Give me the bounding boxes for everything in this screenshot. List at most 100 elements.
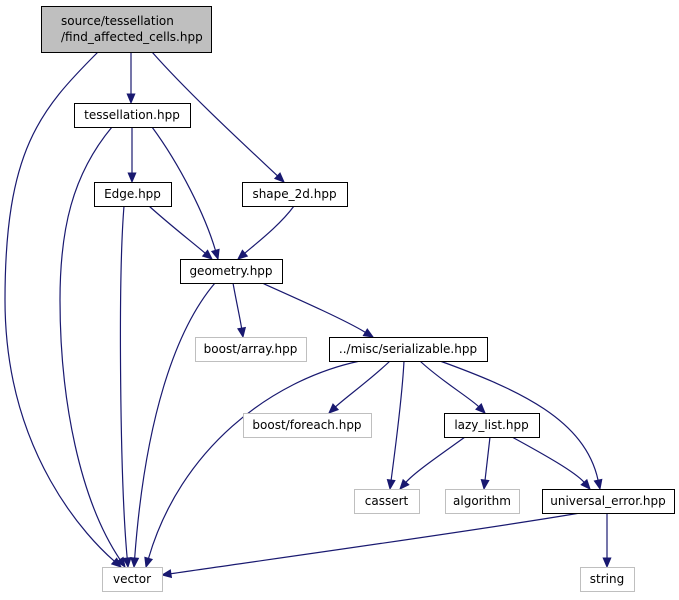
edge-line <box>390 360 405 481</box>
arrowhead-icon <box>480 479 490 491</box>
edge-line <box>119 205 128 559</box>
edge-line <box>147 360 361 559</box>
node-box <box>102 567 163 592</box>
node-lazy-list[interactable]: lazy_list.hpp <box>444 413 540 438</box>
edge-lazy_list-to-cassert <box>399 436 466 490</box>
edge-tessellation-to-vector <box>59 126 126 569</box>
edge-line <box>419 360 480 408</box>
edge-line <box>511 436 585 483</box>
edge-root-to-shape2d <box>151 51 285 183</box>
node-string: string <box>580 567 635 592</box>
edge-serializable-to-boost_foreach <box>328 360 391 414</box>
edges-layer <box>4 51 612 579</box>
node-shape2d[interactable]: shape_2d.hpp <box>242 182 348 207</box>
node-label: string <box>590 572 624 586</box>
node-box <box>94 182 172 207</box>
edge-root-to-tessellation <box>126 52 136 105</box>
edge-line <box>59 126 121 560</box>
arrowhead-icon <box>328 403 340 414</box>
edge-line <box>151 51 278 177</box>
arrowhead-icon <box>237 326 247 339</box>
node-label: boost/foreach.hpp <box>252 418 361 432</box>
node-box <box>354 489 420 514</box>
edge-edge-to-geometry <box>148 205 213 260</box>
edge-root-to-vector <box>4 51 122 568</box>
edge-line <box>134 282 216 559</box>
node-label: geometry.hpp <box>189 264 272 278</box>
edge-tessellation-to-edge <box>127 127 137 184</box>
node-label: tessellation.hpp <box>84 108 180 122</box>
edge-line <box>170 512 581 575</box>
arrowhead-icon <box>386 478 396 491</box>
edge-line <box>439 360 599 481</box>
node-label: cassert <box>365 494 409 508</box>
node-box <box>580 567 635 592</box>
edge-line <box>335 360 391 408</box>
edge-geometry-to-serializable <box>261 282 375 338</box>
arrowhead-icon <box>399 478 410 490</box>
arrowhead-icon <box>127 172 137 184</box>
edge-line <box>232 282 243 329</box>
node-cassert: cassert <box>354 489 420 514</box>
arrowhead-icon <box>237 249 249 260</box>
arrowhead-icon <box>115 556 126 569</box>
edge-geometry-to-boost_array <box>232 282 247 339</box>
arrowhead-icon <box>130 557 140 569</box>
node-label: ../misc/serializable.hpp <box>339 342 477 356</box>
edge-lazy_list-to-universal_error <box>511 436 591 490</box>
node-vector: vector <box>102 567 163 592</box>
edge-serializable-to-universal_error <box>439 360 603 491</box>
edge-edge-to-vector <box>119 205 132 569</box>
node-box <box>180 259 283 284</box>
node-edge[interactable]: Edge.hpp <box>94 182 172 207</box>
node-serializable[interactable]: ../misc/serializable.hpp <box>329 337 488 362</box>
node-box <box>41 6 212 53</box>
edge-line <box>405 436 466 483</box>
edge-geometry-to-vector <box>130 282 216 569</box>
arrowhead-icon <box>122 557 132 569</box>
arrowhead-icon <box>602 557 612 569</box>
node-root[interactable]: source/tessellation/find_affected_cells.… <box>41 6 212 53</box>
node-tessellation[interactable]: tessellation.hpp <box>74 103 191 128</box>
edge-serializable-to-cassert <box>386 360 405 491</box>
node-label: boost/array.hpp <box>204 342 298 356</box>
edge-lazy_list-to-algorithm <box>480 436 491 491</box>
node-label: lazy_list.hpp <box>454 418 528 432</box>
arrowhead-icon <box>273 172 285 183</box>
node-label: algorithm <box>453 494 511 508</box>
arrowhead-icon <box>362 328 375 338</box>
node-label: /find_affected_cells.hpp <box>61 30 203 44</box>
edge-line <box>151 126 217 251</box>
edge-line <box>4 51 115 562</box>
edge-tessellation-to-geometry <box>151 126 220 261</box>
node-label: source/tessellation <box>61 14 174 28</box>
edge-line <box>484 436 491 481</box>
arrowhead-icon <box>144 556 154 569</box>
arrowhead-icon <box>201 249 213 260</box>
node-boost-foreach: boost/foreach.hpp <box>243 413 372 438</box>
nodes-layer: source/tessellation/find_affected_cells.… <box>41 6 675 592</box>
edge-line <box>148 205 206 254</box>
node-box <box>243 413 372 438</box>
edge-universal_error-to-vector <box>160 512 581 579</box>
node-box <box>445 489 520 514</box>
node-boost-array: boost/array.hpp <box>195 337 307 362</box>
arrowhead-icon <box>160 569 173 579</box>
node-label: shape_2d.hpp <box>252 187 336 201</box>
edge-serializable-to-lazy_list <box>419 360 486 414</box>
node-algorithm: algorithm <box>445 489 520 514</box>
node-box <box>542 489 675 514</box>
edge-serializable-to-vector <box>144 360 361 569</box>
arrowhead-icon <box>475 403 486 414</box>
node-box <box>329 337 488 362</box>
arrowhead-icon <box>593 478 603 491</box>
node-geometry[interactable]: geometry.hpp <box>180 259 283 284</box>
arrowhead-icon <box>210 248 220 261</box>
node-universal-error[interactable]: universal_error.hpp <box>542 489 675 514</box>
node-box <box>195 337 307 362</box>
node-label: vector <box>113 572 151 586</box>
edge-shape2d-to-geometry <box>237 205 295 260</box>
node-label: universal_error.hpp <box>550 494 666 508</box>
node-box <box>74 103 191 128</box>
